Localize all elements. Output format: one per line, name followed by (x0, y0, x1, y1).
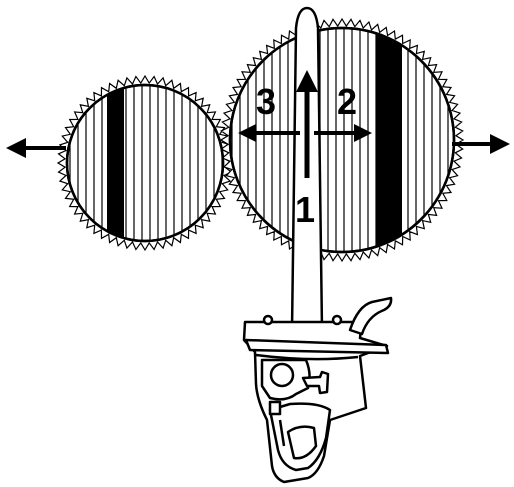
housing-screw-2 (333, 316, 341, 324)
front-handle-guard (350, 298, 391, 334)
label-step-1: 1 (295, 189, 315, 230)
label-step-3: 3 (256, 81, 276, 122)
arrow-left-icon (6, 138, 66, 158)
right-bar-disc (230, 25, 454, 255)
label-step-2: 2 (337, 81, 357, 122)
fuel-cap (270, 402, 280, 414)
right-disc-wear-band (376, 25, 402, 255)
housing-screw-1 (264, 316, 272, 324)
arrow-right-icon (452, 134, 510, 154)
clutch-cover-bolt (271, 364, 293, 386)
left-bar-disc (67, 60, 223, 260)
chainsaw-body (244, 298, 391, 482)
